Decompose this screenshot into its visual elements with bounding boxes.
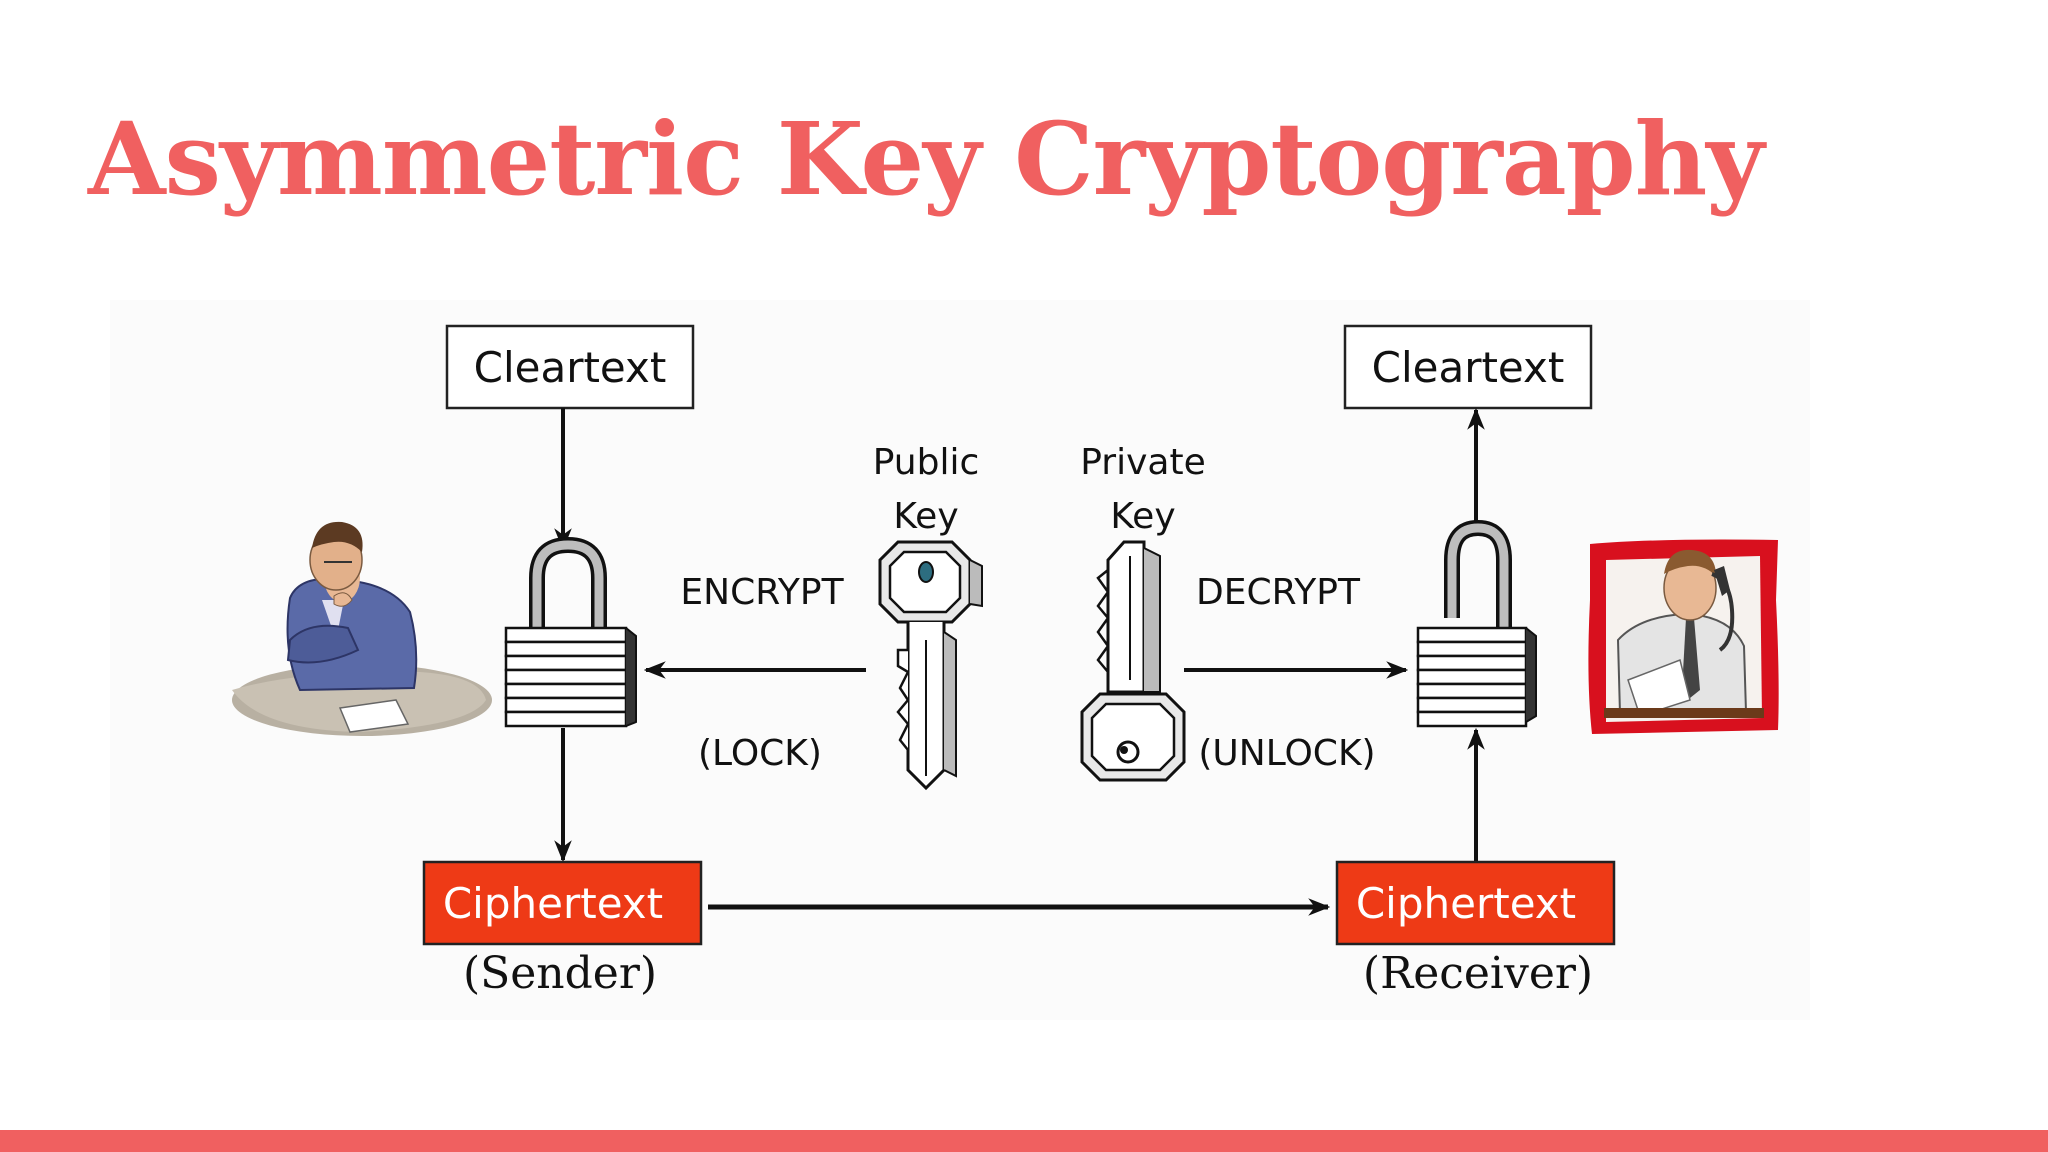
footer-accent-bar: [0, 1130, 2048, 1152]
sender-cleartext-label: Cleartext: [474, 343, 667, 392]
sender-role-label: (Sender): [463, 948, 657, 999]
padlock-closed-icon: [504, 536, 637, 728]
page-title: Asymmetric Key Cryptography: [88, 100, 1764, 218]
receiver-role-label: (Receiver): [1363, 948, 1593, 999]
person-thinking-icon: [232, 521, 492, 736]
unlock-label: (UNLOCK): [1198, 733, 1375, 774]
receiver-ciphertext-box: Ciphertext: [1335, 860, 1616, 946]
private-key-label-line1: Private: [1080, 442, 1206, 483]
public-key-label-line2: Key: [893, 496, 958, 537]
person-phone-icon: [1588, 539, 1779, 734]
decrypt-label: DECRYPT: [1196, 572, 1361, 613]
receiver-cleartext-label: Cleartext: [1372, 343, 1565, 392]
encrypt-label: ENCRYPT: [680, 572, 844, 613]
sender-ciphertext-label: Ciphertext: [443, 879, 663, 928]
public-key-label-line1: Public: [873, 442, 980, 483]
receiver-cleartext-box: Cleartext: [1343, 324, 1593, 410]
private-key-icon: [1080, 540, 1186, 782]
receiver-ciphertext-label: Ciphertext: [1356, 879, 1576, 928]
lock-label: (LOCK): [698, 733, 822, 774]
sender-ciphertext-box: Ciphertext: [422, 860, 703, 946]
sender-cleartext-box: Cleartext: [445, 324, 695, 410]
public-key-icon: [878, 540, 983, 791]
private-key-label-line2: Key: [1110, 496, 1175, 537]
padlock-open-icon: [1416, 519, 1537, 728]
